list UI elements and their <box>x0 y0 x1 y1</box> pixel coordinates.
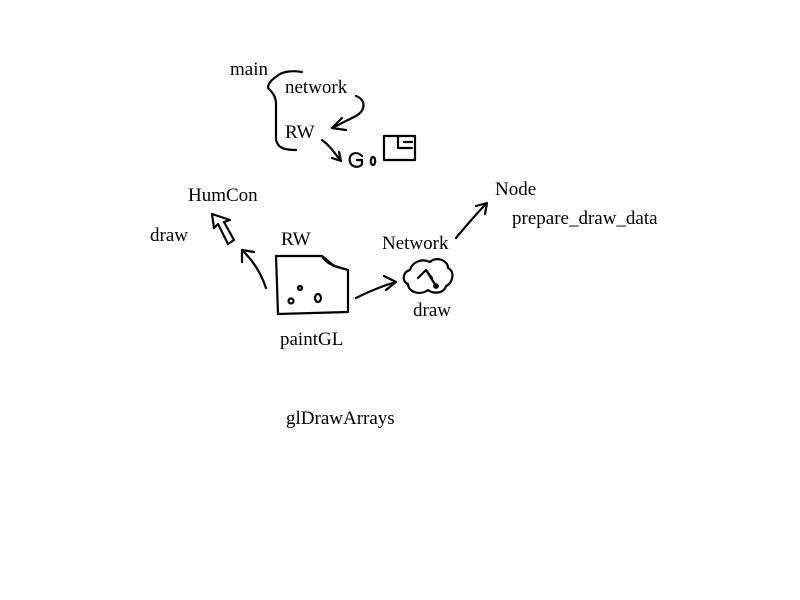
prepare-draw-data-label: prepare_draw_data <box>512 208 658 229</box>
paintgl-label: paintGL <box>280 329 344 350</box>
window-icon-top <box>382 134 417 162</box>
network-cloud <box>402 258 454 294</box>
network-cloud-links <box>416 268 438 288</box>
node-label: Node <box>495 179 537 200</box>
network-to-rw-arrow <box>330 94 365 130</box>
network-to-node-arrowhead <box>474 201 489 216</box>
rw-to-g-arrowhead <box>330 150 343 163</box>
paper-fold <box>320 254 350 272</box>
network-to-node-arrow <box>454 202 488 240</box>
paper-dot-2 <box>296 284 304 292</box>
network-label-top: network <box>285 77 348 98</box>
window-icon-top-fold <box>396 134 414 150</box>
paper-dot-1 <box>287 297 295 305</box>
network-cloud-node <box>433 283 439 289</box>
network-to-rw-arrowhead <box>330 116 348 132</box>
main-label: main <box>230 59 268 80</box>
paper-to-network-arrowhead <box>382 274 398 292</box>
main-bracket <box>266 70 304 152</box>
g-glyph-dot <box>369 155 377 167</box>
paper-to-humcon-arrowhead <box>240 248 256 264</box>
rw-label-top: RW <box>285 122 315 143</box>
g-glyph <box>348 152 364 168</box>
paper-dot-3 <box>313 292 323 304</box>
cursor-arrow-icon <box>210 212 236 246</box>
network-label-mid: Network <box>382 233 449 254</box>
gldrawarrays-label: glDrawArrays <box>286 408 395 429</box>
paper-to-humcon-arrow <box>242 250 268 290</box>
paper-sheet <box>274 254 350 316</box>
rw-label-mid: RW <box>281 229 311 250</box>
draw-label-right: draw <box>413 300 451 321</box>
paper-to-network-arrow <box>354 280 398 300</box>
rw-to-g-arrow <box>320 138 342 162</box>
draw-label-left: draw <box>150 225 188 246</box>
humcon-label: HumCon <box>188 185 258 206</box>
